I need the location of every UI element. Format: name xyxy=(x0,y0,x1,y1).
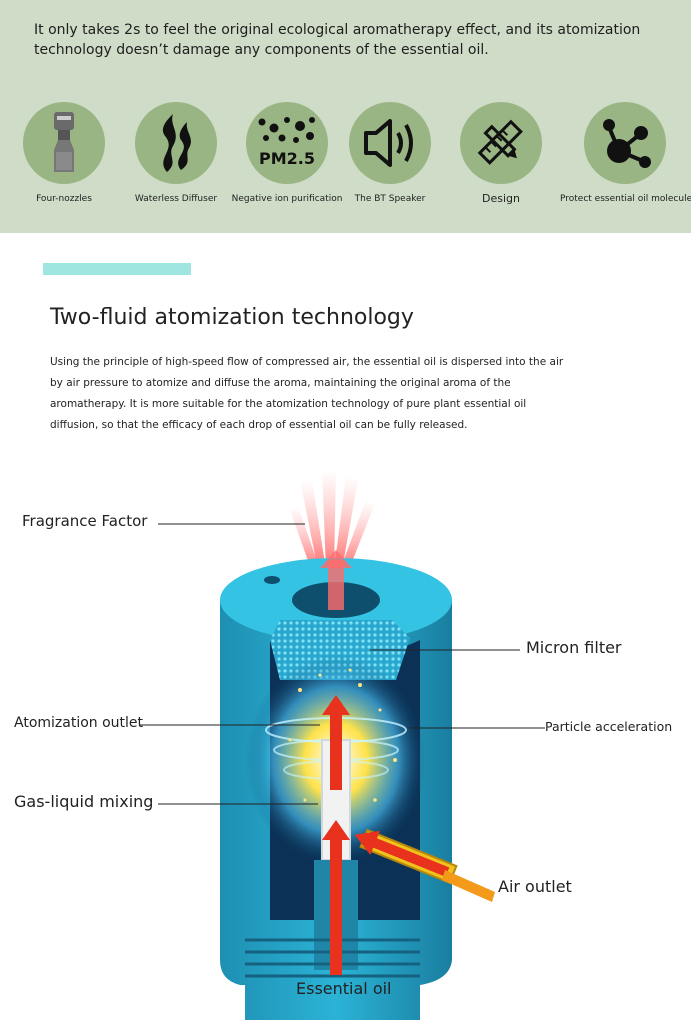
atomizer-illustration xyxy=(140,470,545,1020)
section-body: Using the principle of high-speed flow o… xyxy=(50,356,564,431)
label-air-outlet: Air outlet xyxy=(498,877,572,896)
feature-icon-circle xyxy=(460,102,542,184)
label-gas-liquid-mixing: Gas-liquid mixing xyxy=(14,792,154,811)
feature-negative-ion: PM2.5 Negative ion purification xyxy=(227,102,347,204)
feature-label: The BT Speaker xyxy=(354,194,426,204)
feature-four-nozzles: Four-nozzles xyxy=(4,102,124,204)
feature-icon-circle: PM2.5 xyxy=(246,102,328,184)
features-banner: It only takes 2s to feel the original ec… xyxy=(0,0,691,233)
smoke-icon xyxy=(162,114,191,172)
feature-icon-circle xyxy=(584,102,666,184)
feature-waterless-diffuser: Waterless Diffuser xyxy=(116,102,236,204)
callout-lines xyxy=(140,523,545,805)
feature-label: Protect essential oil molecules xyxy=(560,194,691,204)
feature-label: Design xyxy=(482,192,520,205)
pm25-icon: PM2.5 xyxy=(258,117,315,168)
ruler-pencil-icon xyxy=(477,119,523,165)
speaker-icon xyxy=(364,119,413,167)
feature-design: Design xyxy=(441,102,561,205)
label-particle-acceleration: Particle acceleration xyxy=(545,719,673,734)
atomizer-diagram: Fragrance Factor Micron filter Atomizati… xyxy=(0,440,691,1024)
label-micron-filter: Micron filter xyxy=(526,638,622,657)
pm25-text: PM2.5 xyxy=(259,149,315,168)
section-title: Two-fluid atomization technology xyxy=(50,305,414,330)
feature-label: Waterless Diffuser xyxy=(134,194,218,204)
accent-bar xyxy=(43,263,191,275)
feature-icon-circle xyxy=(135,102,217,184)
feature-label: Four-nozzles xyxy=(36,194,92,204)
feature-label: Negative ion purification xyxy=(231,194,343,204)
label-essential-oil: Essential oil xyxy=(296,979,392,998)
feature-icon-circle xyxy=(23,102,105,184)
molecule-icon xyxy=(603,119,651,168)
fragrance-plume xyxy=(290,470,374,572)
label-atomization-outlet: Atomization outlet xyxy=(14,715,144,731)
feature-icon-circle xyxy=(349,102,431,184)
label-fragrance-factor: Fragrance Factor xyxy=(22,512,148,530)
feature-protect-molecules: Protect essential oil molecules xyxy=(560,102,691,204)
feature-bt-speaker: The BT Speaker xyxy=(330,102,450,204)
flow-arrows xyxy=(320,550,495,975)
sparkle-particles xyxy=(288,668,397,802)
nozzle-icon xyxy=(54,112,74,172)
intro-text: It only takes 2s to feel the original ec… xyxy=(34,22,641,58)
